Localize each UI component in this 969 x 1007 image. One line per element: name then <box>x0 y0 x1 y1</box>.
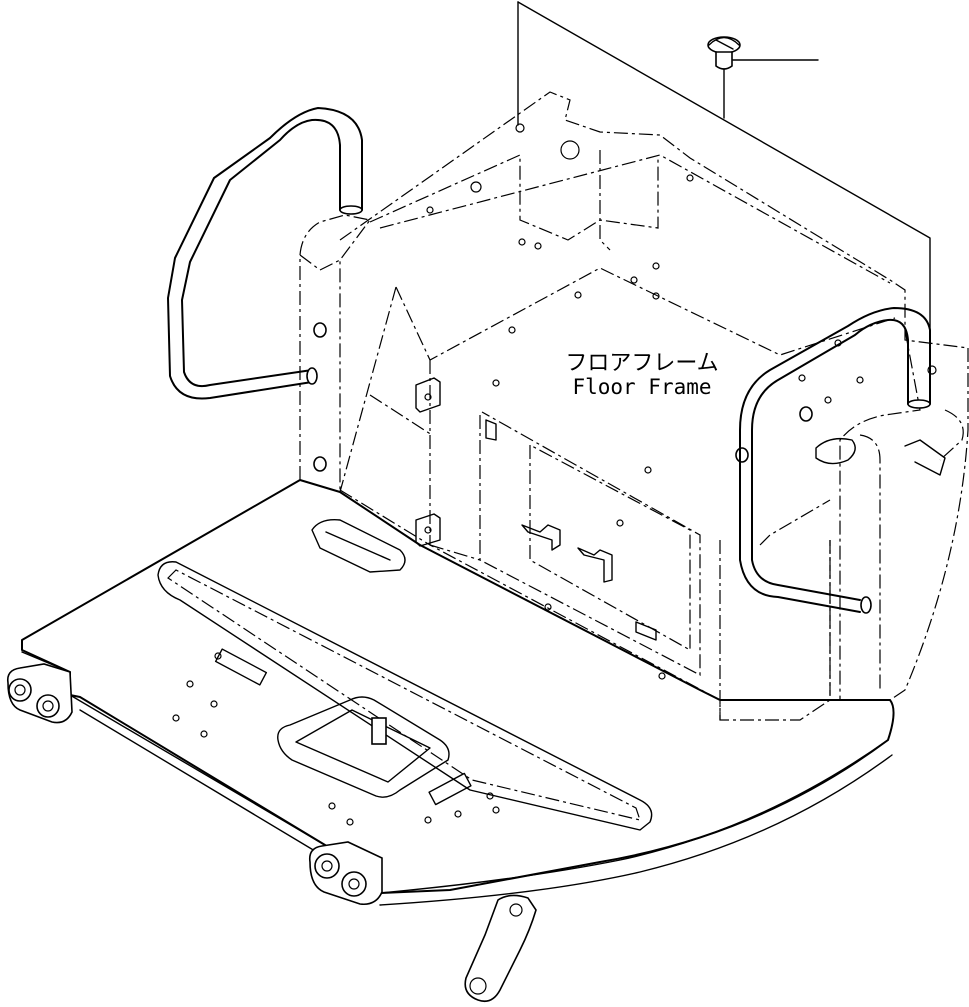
lower-link <box>464 894 537 1003</box>
cabin-box <box>339 267 896 721</box>
floor-plate <box>21 479 895 906</box>
left-hinge <box>6 663 73 724</box>
leader-lines <box>517 1 931 366</box>
pedal-recess <box>311 519 406 573</box>
label-japanese: フロアフレーム <box>565 351 718 376</box>
left-handrail <box>167 107 363 400</box>
box-brackets <box>415 377 657 641</box>
right-handrail <box>739 307 946 614</box>
floor-slot <box>157 561 653 831</box>
left-side-panel <box>299 214 433 546</box>
bolt-part <box>707 36 741 70</box>
rear-panel <box>339 91 969 527</box>
middle-hinge <box>308 841 383 906</box>
inspection-cover <box>214 648 472 806</box>
label-english: Floor Frame <box>572 375 711 399</box>
floor-holes <box>172 603 666 826</box>
right-side-panel <box>735 329 969 701</box>
